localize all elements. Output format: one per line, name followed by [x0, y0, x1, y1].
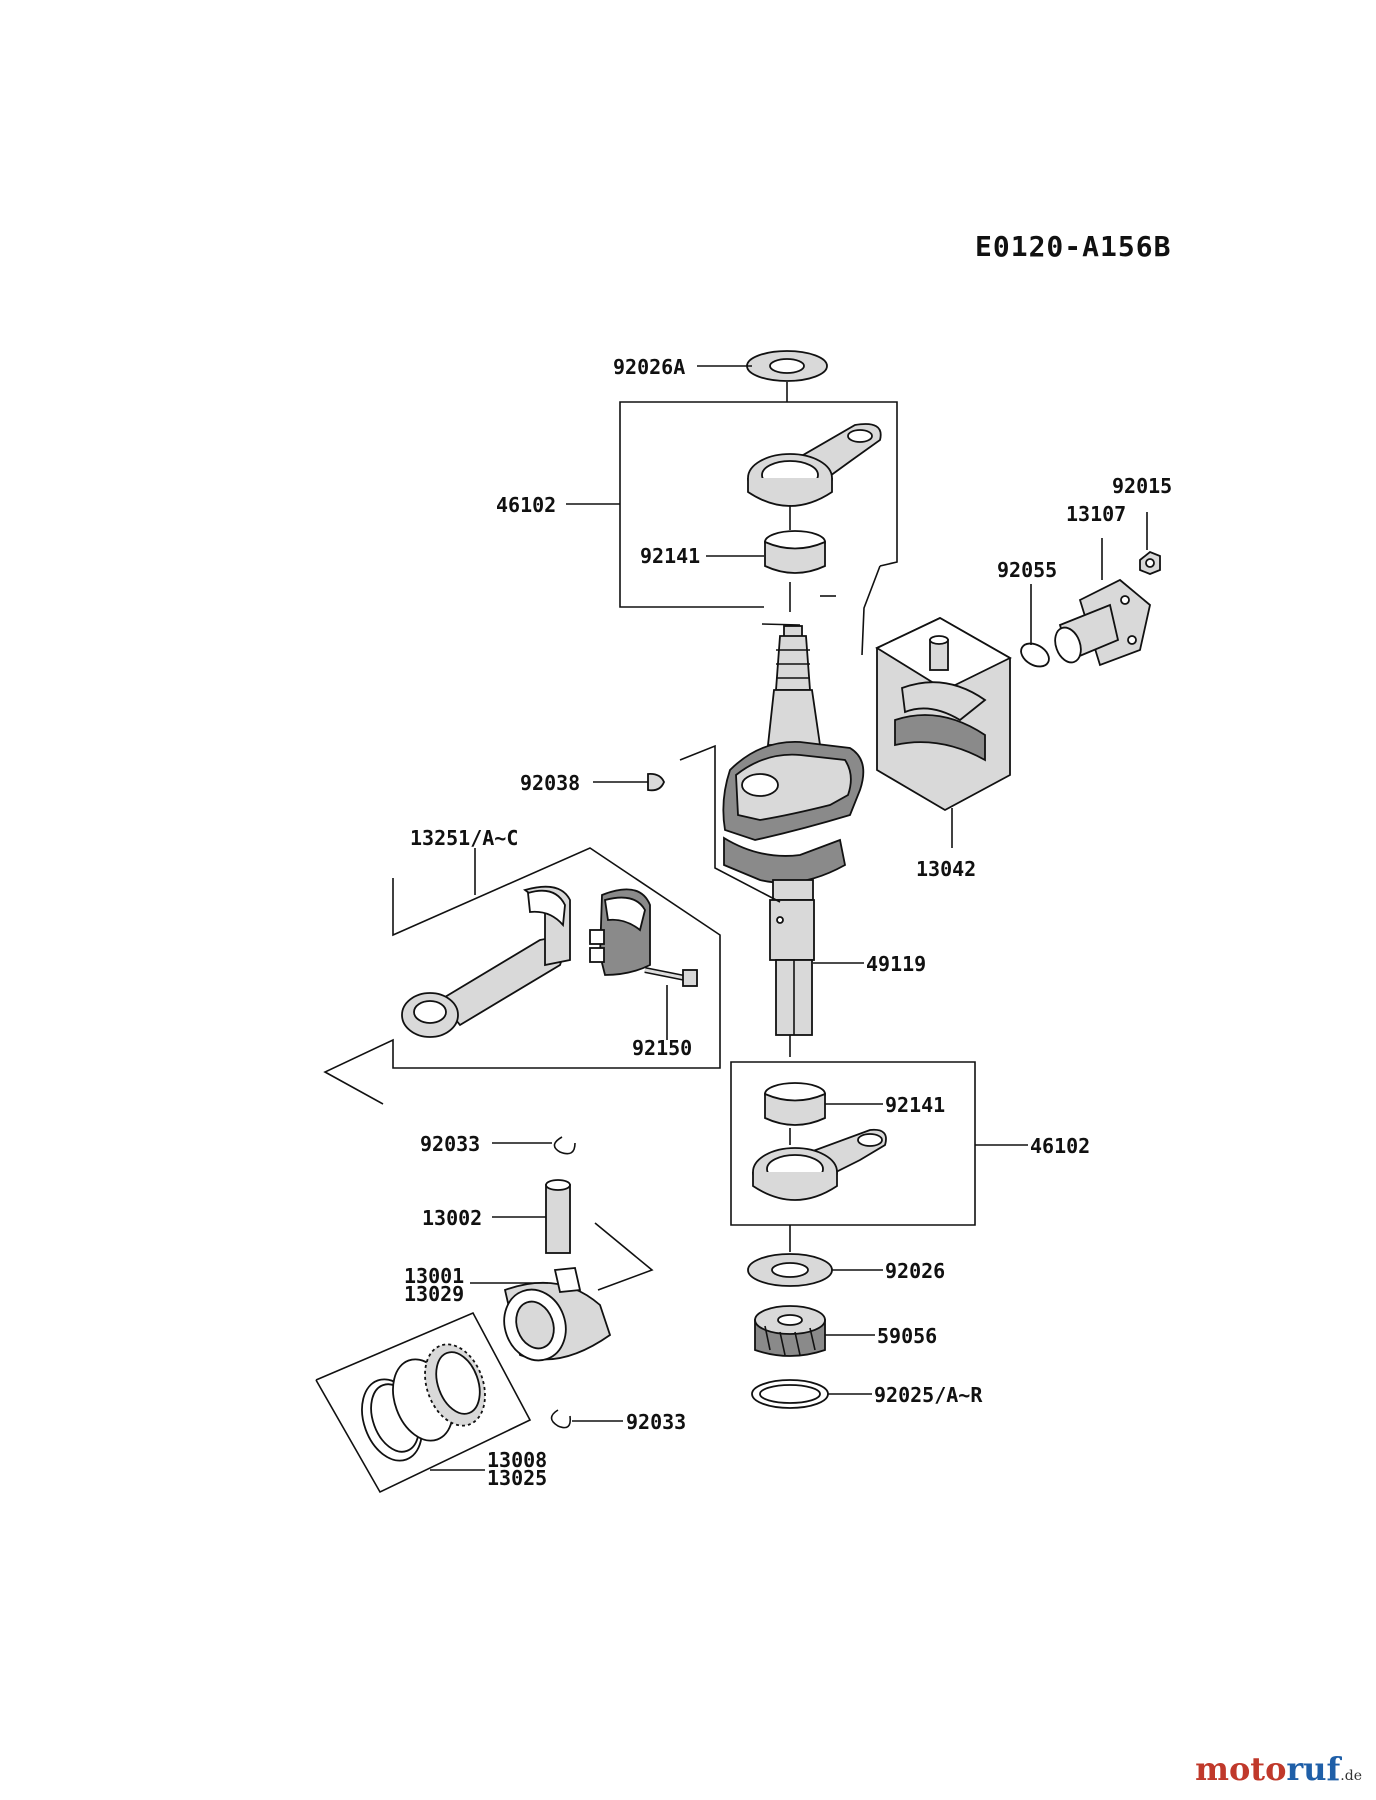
label-92033-bottom: 92033 [626, 1410, 686, 1434]
gear-59056-part [754, 1305, 826, 1357]
label-92141-bottom: 92141 [885, 1093, 945, 1117]
label-13107: 13107 [1066, 502, 1126, 526]
bearing-92141-bottom-part [764, 1082, 826, 1126]
piston-ring-set-13008-part [361, 1343, 486, 1462]
bearing-92141-top-part [764, 530, 826, 574]
label-46102-top: 46102 [496, 493, 556, 517]
watermark-accent: ruf [1286, 1750, 1341, 1788]
washer-92025-part [751, 1379, 829, 1409]
label-92026a: 92026A [613, 355, 685, 379]
label-49119: 49119 [866, 952, 926, 976]
label-46102-bottom: 46102 [1030, 1134, 1090, 1158]
watermark-tld: .de [1340, 1768, 1362, 1784]
key-92038-part [647, 773, 665, 792]
label-13042: 13042 [916, 857, 976, 881]
label-59056: 59056 [877, 1324, 937, 1348]
label-92038: 92038 [520, 771, 580, 795]
conrod-13251-part [401, 885, 651, 1038]
washer-92026a-part [746, 350, 828, 382]
label-92025: 92025/A~R [874, 1383, 983, 1407]
label-13001: 13001 [404, 1264, 464, 1288]
diagram-code: E0120-A156B [975, 230, 1171, 263]
circlip-92033-top-part [553, 1136, 576, 1155]
conrod-bottom-part [752, 1128, 887, 1201]
label-92150: 92150 [632, 1036, 692, 1060]
label-13251: 13251/A~C [410, 826, 518, 850]
label-13025: 13025 [487, 1466, 547, 1490]
circlip-92033-bottom-part [550, 1409, 572, 1429]
label-92015: 92015 [1112, 474, 1172, 498]
crankshaft-49119-part [722, 625, 865, 1036]
o-ring-92055-part [1020, 642, 1050, 668]
label-92141-top: 92141 [640, 544, 700, 568]
label-13029: 13029 [404, 1282, 464, 1306]
piston-13001-part [503, 1267, 612, 1362]
washer-92026-part [747, 1253, 833, 1287]
piston-pin-13002-part [545, 1179, 571, 1254]
watermark-main: moto [1195, 1750, 1287, 1788]
balancer-13042-part [875, 616, 1012, 812]
label-13008: 13008 [487, 1448, 547, 1472]
label-13002: 13002 [422, 1206, 482, 1230]
label-92055: 92055 [997, 558, 1057, 582]
nut-92015-part [1139, 550, 1161, 575]
conrod-top-part [747, 423, 882, 507]
bolt-92150-part [644, 967, 698, 987]
label-92026: 92026 [885, 1259, 945, 1283]
watermark-logo: motoruf.de [1195, 1750, 1362, 1788]
holder-13107-part [1054, 578, 1151, 667]
label-92033-top: 92033 [420, 1132, 480, 1156]
